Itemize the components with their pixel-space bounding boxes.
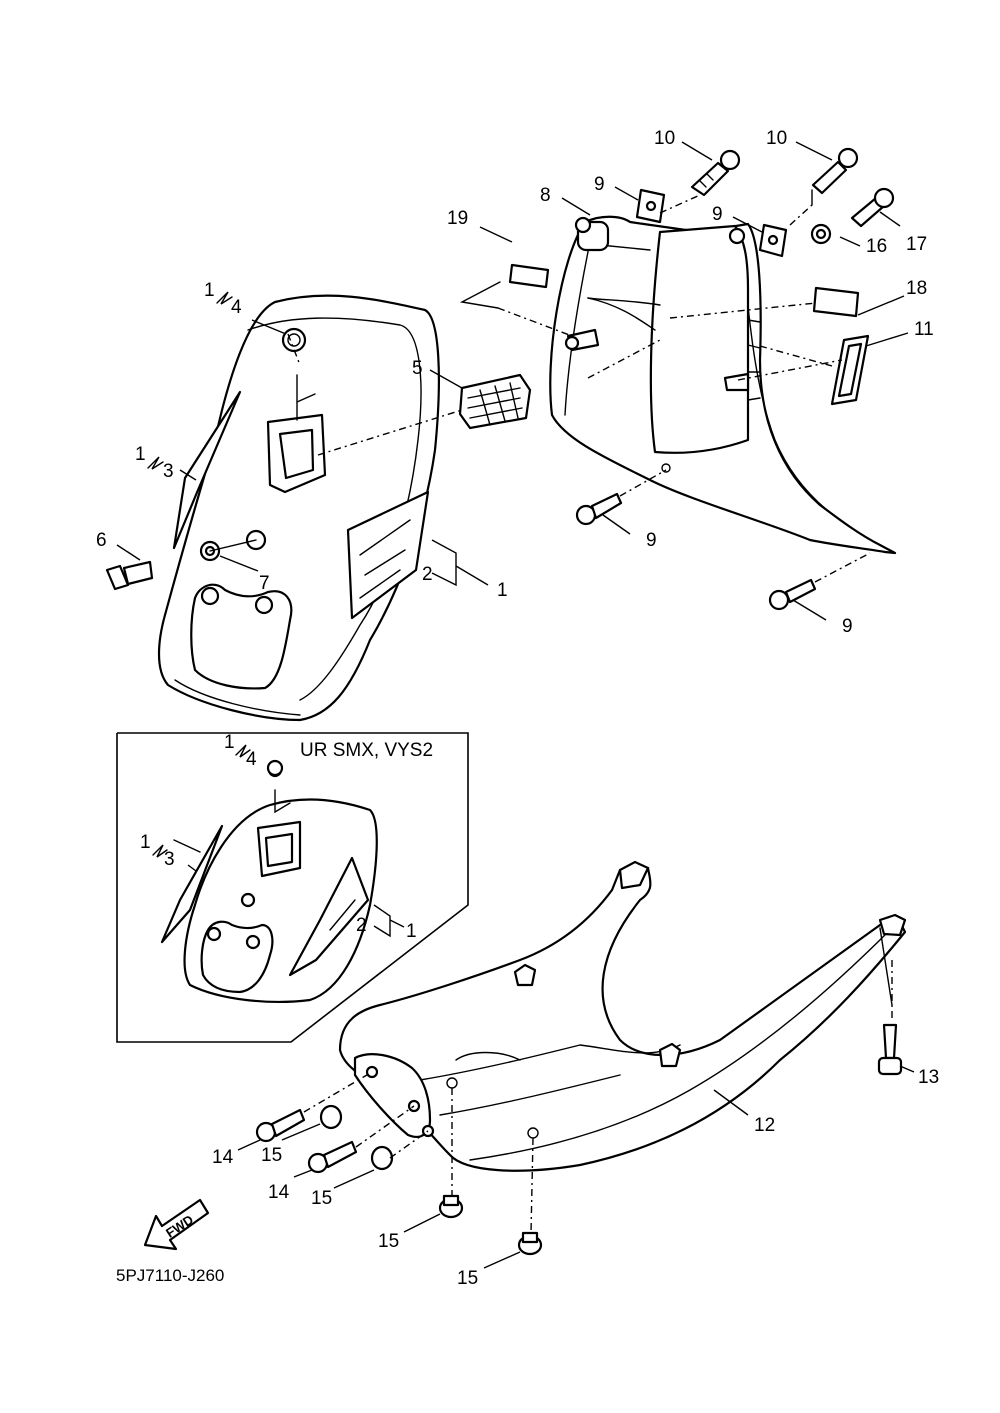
callout-8: 8: [540, 185, 551, 206]
callout-15: 15: [457, 1268, 478, 1289]
callout-5: 5: [412, 358, 423, 379]
callout-10: 10: [766, 128, 787, 149]
callout-4: 4: [246, 749, 257, 770]
screw-icon: [811, 147, 859, 195]
screw-icon: [850, 187, 895, 228]
footboard: [338, 860, 907, 1172]
callout-11: 11: [914, 319, 934, 340]
callout-2: 2: [422, 564, 433, 585]
callout-1: 1: [497, 580, 508, 601]
inset-label: UR SMX, VYS2: [300, 740, 433, 761]
callout-1: 1: [135, 444, 146, 465]
callout-2: 2: [356, 915, 367, 936]
callout-14: 14: [268, 1182, 290, 1203]
emblem-icon: [281, 327, 307, 353]
callout-9: 9: [842, 616, 853, 637]
callout-15: 15: [261, 1145, 282, 1166]
grille-icon: [458, 373, 532, 430]
inset-panel: [116, 732, 469, 1043]
screw-icon: [307, 1140, 358, 1174]
callout-4: 4: [231, 297, 242, 318]
assembly-lines: [173, 189, 893, 1234]
front-cover: [157, 294, 440, 722]
callout-1: 1: [406, 921, 417, 942]
bolt-icon: [105, 560, 154, 591]
callout-15: 15: [378, 1231, 399, 1252]
callout-3: 3: [163, 461, 174, 482]
drawing-code: 5PJ7110-J260: [116, 1266, 224, 1285]
callout-18: 18: [906, 278, 927, 299]
callout-7: 7: [259, 573, 270, 594]
seal-icon: [830, 334, 870, 406]
callout-13: 13: [918, 1067, 939, 1088]
callout-10: 10: [654, 128, 675, 149]
fwd-arrow-icon: FWD: [143, 1198, 210, 1251]
screw-icon: [255, 1108, 306, 1143]
callout-12: 12: [754, 1115, 775, 1136]
label-plate: [812, 286, 860, 318]
screw-icon: [768, 578, 817, 611]
nut-clip-icon: [758, 223, 788, 258]
nut-clip-icon: [635, 188, 666, 224]
callout-16: 16: [866, 236, 887, 257]
callout-1: 1: [204, 280, 215, 301]
callout-1: 1: [224, 732, 235, 753]
washer-icon: [810, 223, 832, 245]
cap-icon: [438, 1194, 464, 1219]
cap-icon: [517, 1231, 543, 1256]
callout-3: 3: [164, 849, 175, 870]
callout-6: 6: [96, 530, 107, 551]
leader-lines: [116, 141, 915, 1269]
callout-17: 17: [906, 234, 927, 255]
callouts: 10 10 9 8 9 19 17 16 18 11 1 4 5 1 3 6 7…: [96, 128, 939, 1289]
emblem-icon: [266, 759, 284, 777]
label-plate: [508, 263, 550, 289]
callout-14: 14: [212, 1147, 234, 1168]
callout-9: 9: [594, 174, 605, 195]
cap-icon: [370, 1145, 394, 1171]
callout-1: 1: [140, 832, 151, 853]
leg-shield: [549, 215, 897, 555]
callout-9: 9: [712, 204, 723, 225]
callout-19: 19: [447, 208, 468, 229]
screw-icon: [575, 492, 623, 526]
screw-icon: [877, 1023, 903, 1076]
cap-icon: [319, 1104, 343, 1130]
callout-9: 9: [646, 530, 657, 551]
screw-icon: [690, 149, 741, 197]
callout-15: 15: [311, 1188, 332, 1209]
